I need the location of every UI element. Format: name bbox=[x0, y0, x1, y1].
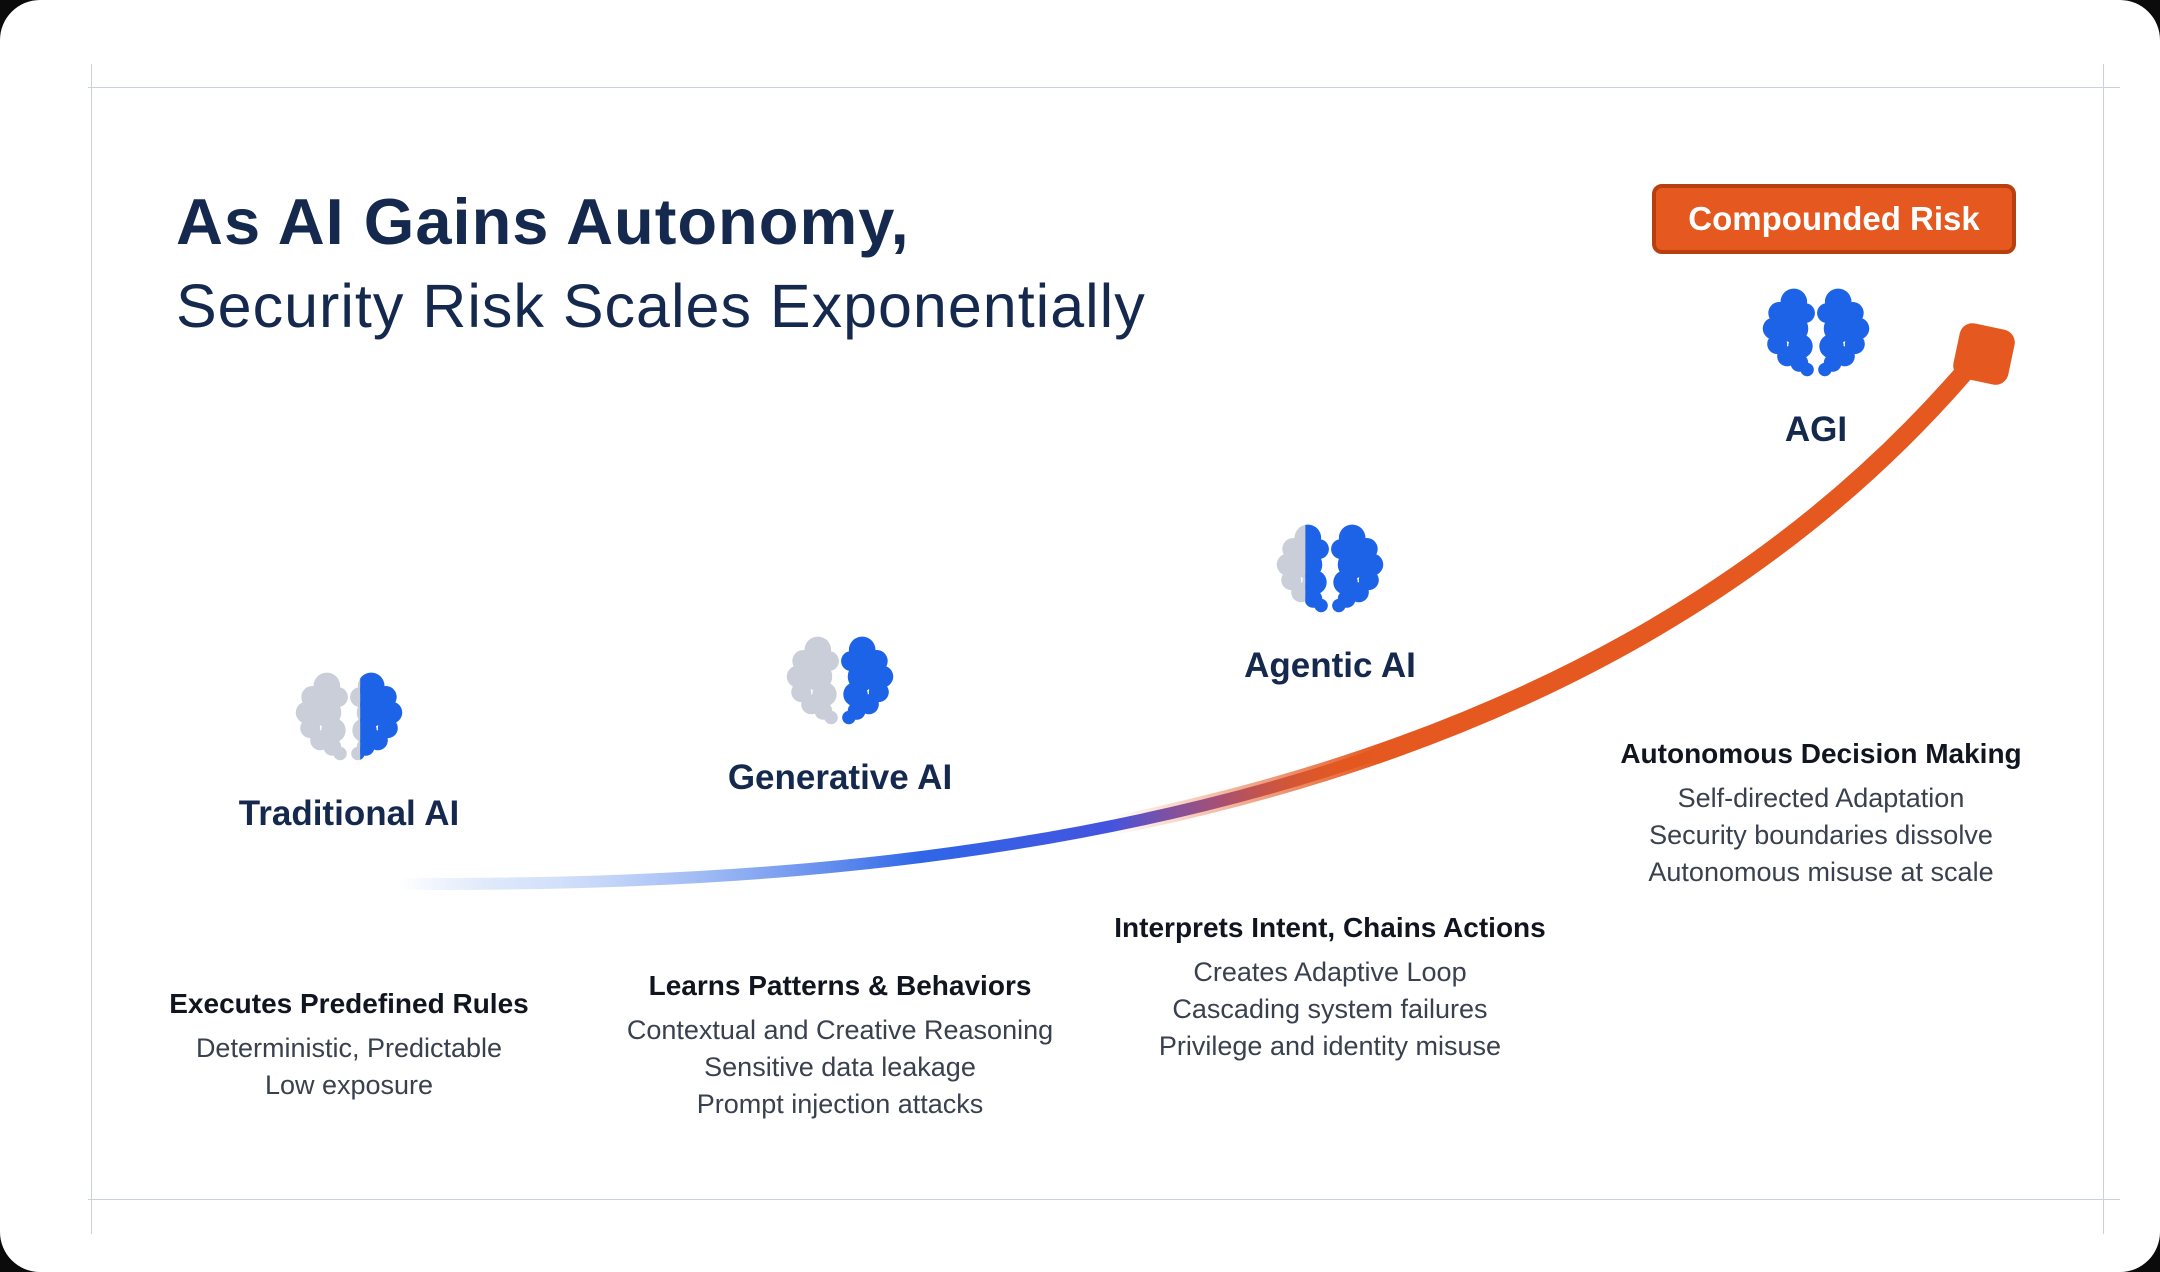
stage-label: Traditional AI bbox=[238, 794, 460, 833]
risk-curve-orange-path bbox=[396, 358, 1978, 894]
description-title: Executes Predefined Rules bbox=[169, 988, 529, 1019]
description-line: Security boundaries dissolve bbox=[1649, 820, 1993, 850]
title-line-1: As AI Gains Autonomy, bbox=[176, 185, 910, 259]
description-title: Autonomous Decision Making bbox=[1620, 738, 2022, 769]
description-line: Deterministic, Predictable bbox=[195, 1033, 503, 1063]
stage-agi: AGI bbox=[1616, 282, 2016, 450]
stage-generative-ai: Generative AI bbox=[640, 630, 1040, 798]
brain-icon bbox=[293, 666, 405, 768]
stage-label: AGI bbox=[1784, 410, 1848, 449]
description-line: Cascading system failures bbox=[1172, 994, 1488, 1024]
stage-label: Agentic AI bbox=[1244, 646, 1416, 685]
stage-description-traditional: Executes Predefined Rules Deterministic,… bbox=[39, 988, 659, 1104]
stage-agentic-ai: Agentic AI bbox=[1130, 518, 1530, 686]
stage-label: Generative AI bbox=[727, 758, 953, 797]
description-line: Low exposure bbox=[264, 1070, 434, 1100]
curve-endpoint-marker bbox=[1953, 323, 2015, 385]
frame-line-top bbox=[88, 87, 2120, 88]
brain-icon bbox=[1274, 518, 1386, 620]
description-line: Prompt injection attacks bbox=[696, 1089, 984, 1119]
title-line-2: Security Risk Scales Exponentially bbox=[176, 272, 1146, 341]
description-title: Learns Patterns & Behaviors bbox=[648, 970, 1032, 1001]
stage-description-generative: Learns Patterns & Behaviors Contextual a… bbox=[530, 970, 1150, 1123]
brain-icon bbox=[1760, 282, 1872, 384]
frame-line-right bbox=[2103, 64, 2104, 1234]
description-line: Contextual and Creative Reasoning bbox=[626, 1015, 1054, 1045]
stage-description-agi: Autonomous Decision Making Self-directed… bbox=[1511, 738, 2131, 891]
frame-line-left bbox=[91, 64, 92, 1234]
description-line: Self-directed Adaptation bbox=[1677, 783, 1965, 813]
stage-description-agentic: Interprets Intent, Chains Actions Create… bbox=[1020, 912, 1640, 1065]
brain-blue-layer bbox=[1762, 288, 1870, 377]
compounded-risk-badge: Compounded Risk bbox=[1652, 184, 2016, 254]
description-line: Privilege and identity misuse bbox=[1158, 1031, 1502, 1061]
description-title: Interprets Intent, Chains Actions bbox=[1114, 912, 1546, 943]
stage-traditional-ai: Traditional AI bbox=[149, 666, 549, 834]
description-line: Creates Adaptive Loop bbox=[1193, 957, 1467, 987]
brain-icon bbox=[784, 630, 896, 732]
page-title: As AI Gains Autonomy, Security Risk Scal… bbox=[176, 189, 1146, 337]
frame-line-bottom bbox=[88, 1199, 2120, 1200]
description-line: Sensitive data leakage bbox=[704, 1052, 976, 1082]
description-line: Autonomous misuse at scale bbox=[1648, 857, 1994, 887]
